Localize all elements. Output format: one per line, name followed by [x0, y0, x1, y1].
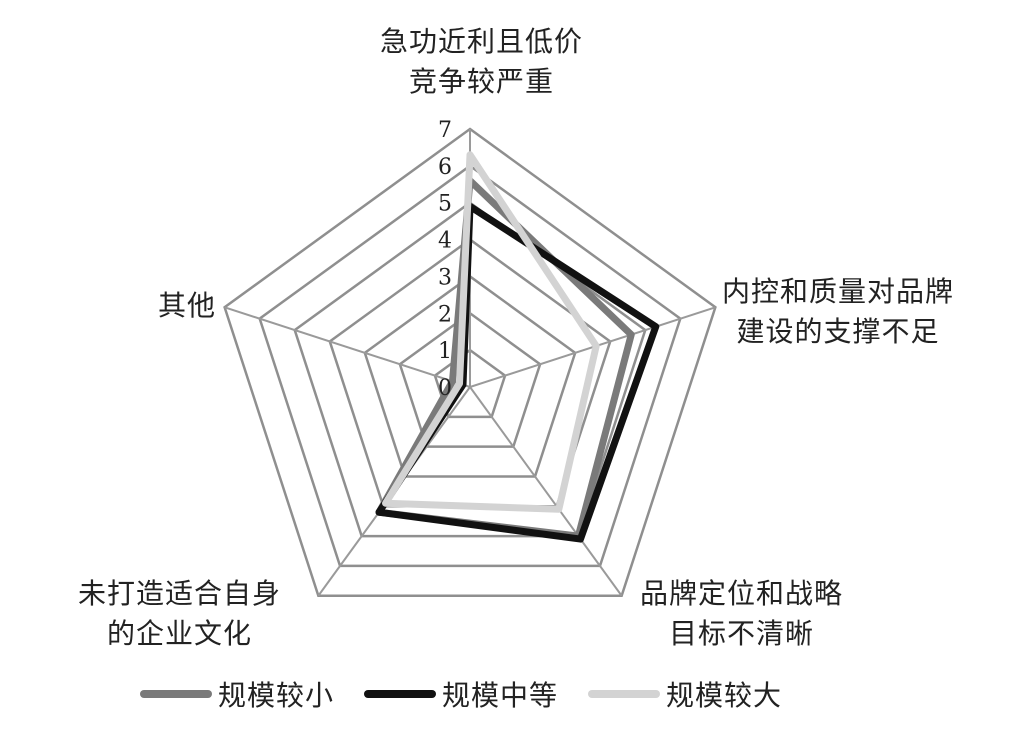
- tick-label: 0: [438, 376, 452, 401]
- axis-spoke: [469, 386, 623, 597]
- tick-label: 5: [438, 192, 452, 217]
- legend-swatch: [140, 690, 212, 698]
- category-label-right: 内控和质量对品牌 建设的支撑不足: [722, 272, 954, 352]
- series-line: [375, 202, 660, 543]
- grid-ring: [293, 201, 647, 538]
- category-label-line: 未打造适合自身: [78, 577, 282, 610]
- radial-tick-labels: 0 1 2 3 4 5 6 7: [438, 118, 452, 401]
- category-label-left: 其他: [158, 286, 216, 326]
- radar-grid: [223, 127, 717, 597]
- tick-label: 1: [438, 339, 452, 364]
- tick-label: 3: [438, 265, 452, 290]
- category-label-top: 急功近利且低价 竞争较严重: [380, 22, 583, 102]
- category-label-bottom-left: 未打造适合自身 的企业文化: [78, 574, 281, 654]
- category-label-line: 目标不清晰: [669, 617, 815, 650]
- category-label-line: 竞争较严重: [409, 65, 555, 98]
- radar-chart: 0 1 2 3 4 5 6 7: [223, 118, 717, 597]
- category-label-bottom-right: 品牌定位和战略 目标不清晰: [640, 574, 843, 654]
- legend-item-large: 规模较大: [588, 674, 782, 714]
- legend: 规模较小 规模中等 规模较大: [140, 672, 900, 716]
- category-label-line: 急功近利且低价: [380, 25, 584, 58]
- category-label-line: 品牌定位和战略: [640, 577, 844, 610]
- tick-label: 2: [438, 302, 452, 327]
- grid-ring: [258, 164, 682, 568]
- legend-label: 规模较小: [218, 679, 335, 712]
- category-label-line: 建设的支撑不足: [736, 315, 940, 348]
- legend-label: 规模中等: [442, 679, 559, 712]
- legend-item-medium: 规模中等: [364, 674, 558, 714]
- radar-series: [375, 151, 660, 543]
- legend-swatch: [588, 690, 661, 698]
- tick-label: 4: [438, 229, 452, 254]
- axis-spoke: [224, 306, 471, 388]
- legend-label: 规模较大: [666, 679, 783, 712]
- grid-ring: [433, 348, 507, 419]
- tick-label: 7: [438, 118, 452, 143]
- legend-swatch: [364, 690, 437, 698]
- category-label-line: 其他: [158, 289, 217, 322]
- series-line: [382, 151, 600, 513]
- legend-item-small: 规模较小: [140, 674, 334, 714]
- tick-label: 6: [438, 155, 452, 180]
- grid-ring: [398, 311, 542, 448]
- grid-ring: [223, 127, 717, 597]
- category-label-line: 的企业文化: [107, 617, 253, 650]
- category-label-line: 内控和质量对品牌: [722, 275, 955, 308]
- grid-ring: [363, 274, 577, 478]
